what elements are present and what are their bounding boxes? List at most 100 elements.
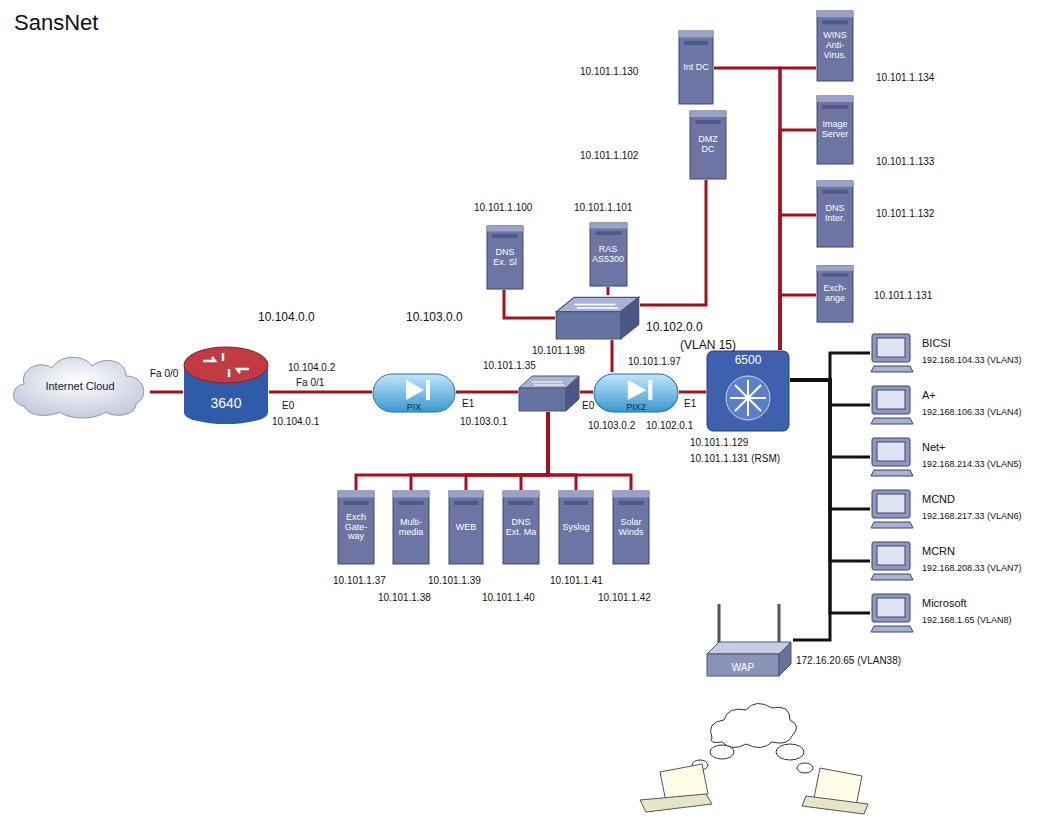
interface-label: 10.101.1.97 — [628, 356, 681, 367]
device-name: Syslog — [562, 523, 589, 533]
access-point: WAP172.16.20.65 (VLAN38) — [705, 600, 793, 690]
device-name: Internet Cloud — [45, 380, 114, 392]
interface-label: E1 — [684, 398, 696, 409]
ip-address: 10.101.1.132 — [876, 208, 934, 219]
workstation: MCND192.168.217.33 (VLAN6) — [870, 489, 914, 529]
device-name: Solar Winds — [614, 518, 648, 538]
interface-label: 10.103.0.1 — [460, 416, 507, 427]
workstation-name: MCND — [922, 493, 955, 505]
server: Multi-media10.101.1.38 — [392, 490, 430, 565]
ip-address: 192.168.1.65 (VLAN8) — [922, 615, 1012, 625]
workstation-name: Net+ — [922, 441, 946, 453]
workstation-name: BICSI — [922, 337, 951, 349]
interface-label: 10.104.0.1 — [272, 416, 319, 427]
server: Int DC10.101.1.130 — [678, 30, 714, 105]
ip-address: 192.168.104.33 (VLAN3) — [922, 355, 1022, 365]
network-link — [679, 391, 706, 394]
workstation: BICSI192.168.104.33 (VLAN3) — [870, 333, 914, 373]
ip-address: 10.101.1.38 — [378, 592, 431, 603]
ip-address: 10.101.1.101 — [574, 202, 632, 213]
server: Syslog10.101.1.41 — [558, 490, 594, 565]
network-link — [780, 295, 816, 350]
device-name: Multi-media — [394, 518, 428, 538]
ip-address: 10.101.1.130 — [580, 66, 638, 77]
device-name: Exch Gate-way — [339, 513, 373, 543]
ip-address: 10.101.1.42 — [598, 592, 651, 603]
ip-address: 10.101.1.131 — [874, 290, 932, 301]
network-link — [607, 287, 610, 295]
server: WEB10.101.1.39 — [448, 490, 484, 565]
ip-address: 10.101.1.100 — [474, 202, 532, 213]
firewall: PIX2 — [593, 372, 679, 414]
network-link — [780, 215, 816, 350]
device-name: DNS Inter. — [818, 204, 852, 224]
ip-address: 192.168.214.33 (VLAN5) — [922, 459, 1022, 469]
ip-address: 192.168.217.33 (VLAN6) — [922, 511, 1022, 521]
network-link — [504, 290, 555, 318]
ip-address: 172.16.20.65 (VLAN38) — [796, 655, 901, 666]
network-link — [269, 391, 372, 394]
ip-address: 10.101.1.98 — [532, 345, 585, 356]
ip-address: 10.101.1.134 — [876, 72, 934, 83]
device-name: 3640 — [210, 396, 241, 411]
network-link — [150, 391, 183, 394]
device-name: WAP — [732, 662, 754, 673]
server: DNS Ex. Sl10.101.1.100 — [486, 225, 524, 290]
device-name: WINS Anti-Virus. — [818, 31, 852, 61]
server: Image Server10.101.1.133 — [816, 95, 854, 165]
router: 3640 — [183, 345, 269, 425]
device-name: RAS AS5300 — [591, 245, 626, 265]
interface-label: 10.104.0.2 — [288, 362, 335, 373]
device-name: PIX — [407, 403, 422, 413]
switch: 10.101.1.35 — [518, 374, 580, 412]
device-name: Exch-ange — [818, 284, 852, 304]
network-link — [456, 391, 518, 394]
server: DNS Ext. Ma10.101.1.40 — [502, 490, 540, 565]
workstation-name: A+ — [922, 389, 936, 401]
ip-address: 10.101.1.39 — [428, 575, 481, 586]
switch: 10.101.1.98 — [555, 295, 640, 340]
interface-label: 10.102.0.0 — [646, 320, 703, 334]
interface-label: 10.104.0.0 — [258, 310, 315, 324]
workstation: A+192.168.106.33 (VLAN4) — [870, 385, 914, 425]
server: DMZ DC10.101.1.102 — [689, 110, 727, 180]
ip-address: 10.101.1.37 — [333, 575, 386, 586]
network-link — [521, 412, 548, 490]
interface-label: 10.102.0.1 — [646, 420, 693, 431]
device-name: DMZ DC — [691, 135, 725, 155]
server: Solar Winds10.101.1.42 — [612, 490, 650, 565]
network-link — [356, 412, 548, 490]
network-link — [714, 68, 780, 350]
network-link — [611, 340, 614, 372]
interface-label: E0 — [582, 400, 594, 411]
device-name: PIX2 — [626, 403, 646, 413]
network-link — [411, 412, 548, 490]
ip-address: 192.168.208.33 (VLAN7) — [922, 563, 1022, 573]
diagram-title: SansNet — [14, 10, 98, 36]
device-name: WEB — [456, 523, 477, 533]
network-link — [780, 130, 816, 350]
device-name: DNS Ext. Ma — [504, 518, 538, 538]
interface-label: 10.103.0.2 — [588, 420, 635, 431]
interface-label: (VLAN 15) — [680, 338, 736, 352]
network-link — [790, 353, 870, 380]
server: RAS AS530010.101.1.101 — [589, 222, 628, 287]
interface-label: E1 — [462, 398, 474, 409]
device-name: Image Server — [818, 120, 852, 140]
interface-label: E0 — [282, 400, 294, 411]
network-link — [780, 68, 816, 350]
interface-label: 10.101.1.129 — [690, 437, 748, 448]
network-link — [548, 412, 576, 490]
server: DNS Inter.10.101.1.132 — [816, 180, 854, 248]
network-link — [640, 180, 706, 305]
interface-label: Fa 0/0 — [150, 368, 178, 379]
server: Exch Gate-way10.101.1.37 — [337, 490, 375, 565]
internet-cloud: Internet Cloud — [10, 352, 150, 420]
ip-address: 10.101.1.35 — [483, 360, 536, 371]
firewall: PIX — [372, 372, 456, 414]
interface-label: 10.101.1.131 (RSM) — [690, 453, 780, 464]
workstation-name: Microsoft — [922, 597, 967, 609]
interface-label: 10.103.0.0 — [406, 310, 463, 324]
ip-address: 192.168.106.33 (VLAN4) — [922, 407, 1022, 417]
server: WINS Anti-Virus.10.101.1.134 — [816, 10, 854, 82]
